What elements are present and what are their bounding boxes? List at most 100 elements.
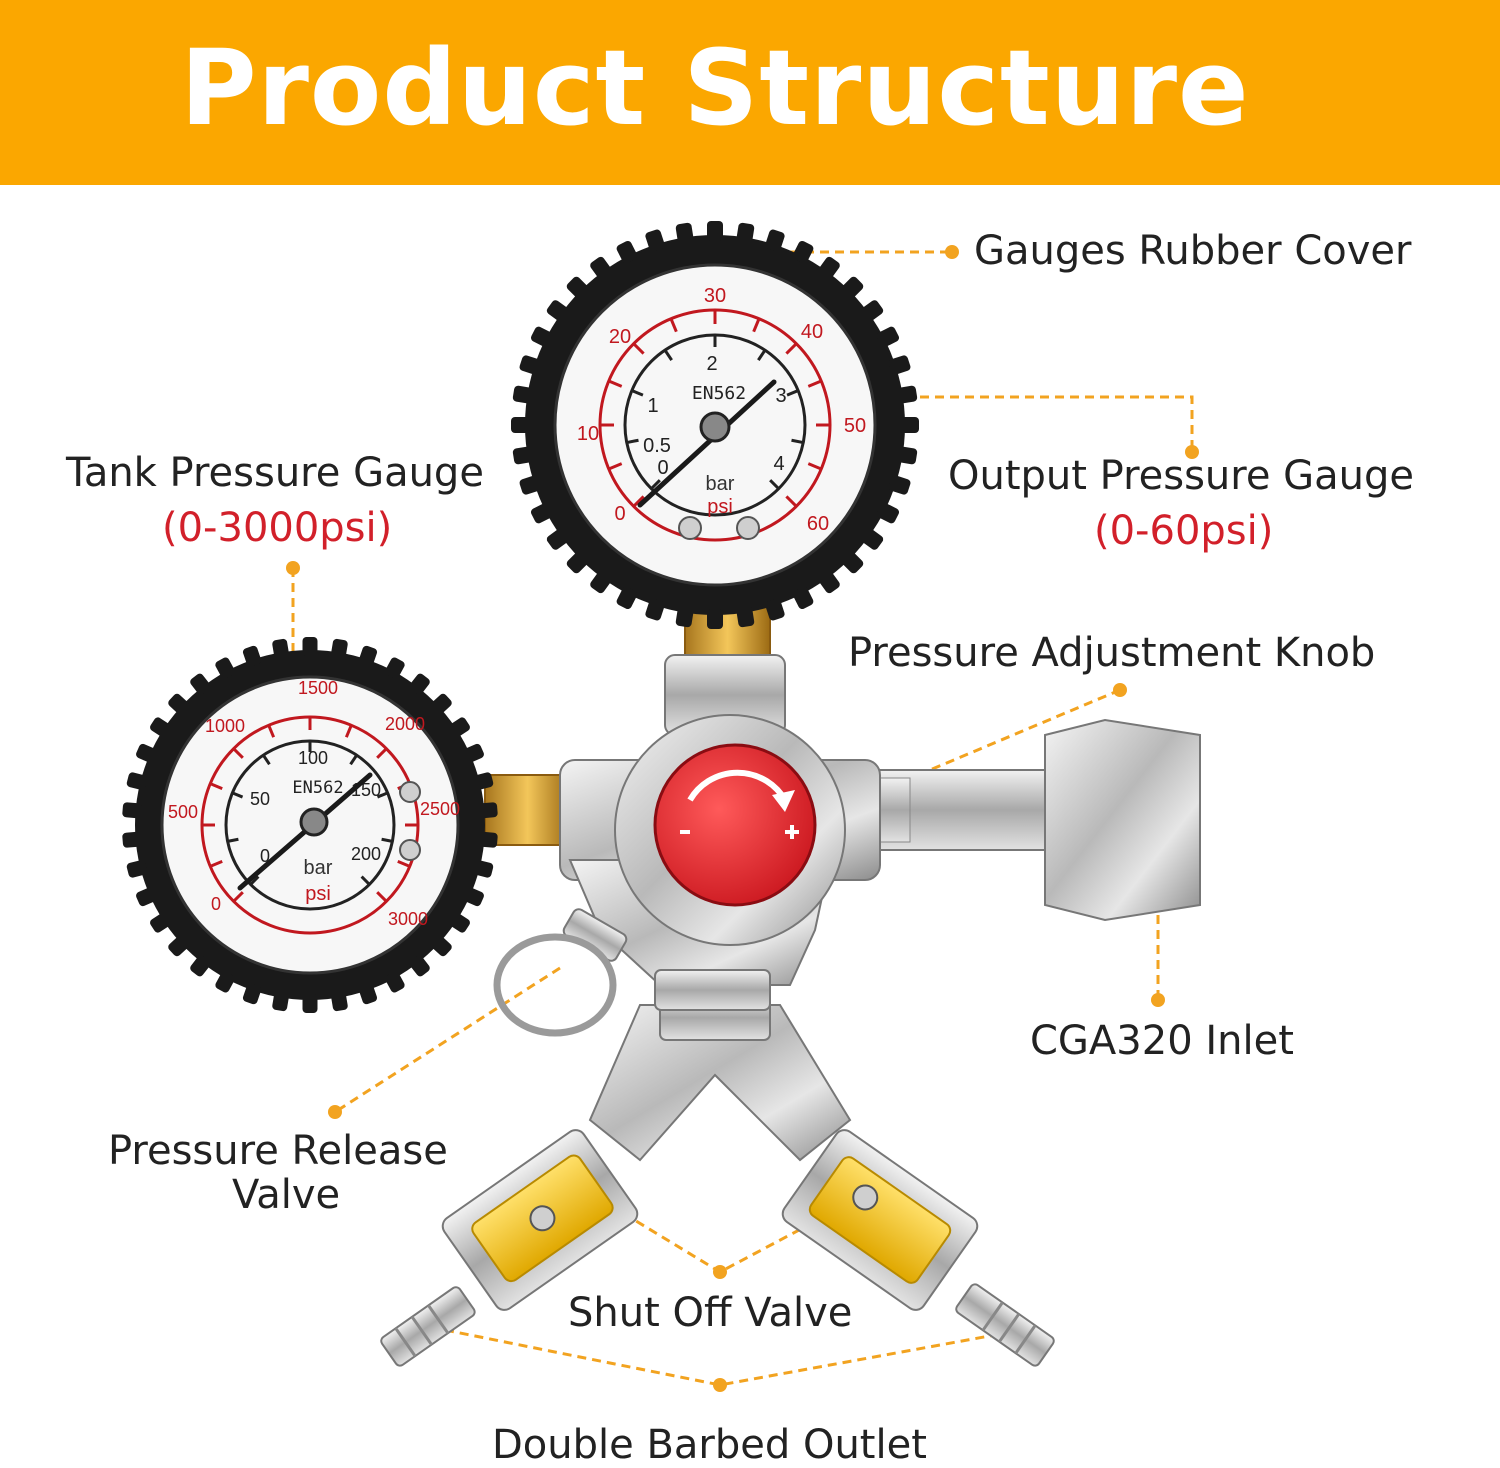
rubber-tooth bbox=[272, 991, 289, 1012]
rubber-tooth bbox=[190, 955, 211, 977]
tank-psi-3000: 3000 bbox=[388, 909, 428, 929]
rubber-tooth bbox=[150, 717, 172, 738]
rubber-tooth bbox=[448, 717, 470, 738]
scale-tick bbox=[267, 724, 276, 738]
rubber-tooth bbox=[358, 645, 378, 667]
rubber-tooth bbox=[519, 355, 542, 375]
output-bar-1: 1 bbox=[647, 395, 658, 417]
rubber-tooth bbox=[168, 935, 190, 957]
rubber-tooth bbox=[841, 276, 864, 299]
tank-pressure-gauge: EN562 bar psi 0 500 1000 1500 2000 2500 … bbox=[122, 637, 498, 1013]
rubber-tooth bbox=[736, 222, 755, 244]
scale-tick bbox=[608, 379, 623, 388]
tank-bar-50: 50 bbox=[250, 789, 270, 809]
tank-gauge-stem bbox=[484, 774, 571, 846]
callout-output-pressure-gauge: Output Pressure Gauge bbox=[948, 453, 1415, 499]
scale-tick bbox=[785, 495, 798, 508]
tank-gauge-unit-psi: psi bbox=[305, 883, 331, 905]
rubber-tooth bbox=[302, 637, 318, 656]
rubber-tooth bbox=[707, 221, 723, 241]
output-pressure-gauge: EN562 bar psi 0 10 20 30 40 50 60 0 0.5 … bbox=[511, 221, 919, 629]
rubber-tooth bbox=[126, 772, 148, 790]
callout-tank-pressure-gauge: Tank Pressure Gauge bbox=[66, 450, 484, 496]
tank-gauge-pivot bbox=[299, 807, 329, 837]
right-shutoff-valve bbox=[781, 1129, 1055, 1367]
scale-tick bbox=[262, 754, 271, 766]
tank-gauge-model: EN562 bbox=[292, 778, 343, 798]
scale-tick bbox=[376, 747, 388, 759]
scale-tick bbox=[632, 342, 645, 355]
rubber-tooth bbox=[645, 229, 665, 252]
scale-tick bbox=[791, 438, 804, 445]
scale-tick bbox=[626, 438, 639, 445]
left-shutoff-valve bbox=[380, 1129, 639, 1367]
scale-tick bbox=[349, 754, 358, 766]
rubber-tooth bbox=[215, 971, 235, 993]
rubber-tooth bbox=[566, 276, 589, 299]
callout-shut-off-valve: Shut Off Valve bbox=[568, 1290, 853, 1336]
rubber-tooth bbox=[512, 446, 534, 465]
output-bar-3: 3 bbox=[775, 385, 786, 407]
rubber-tooth bbox=[888, 475, 911, 495]
tank-psi-2000: 2000 bbox=[385, 714, 425, 734]
rubber-tooth bbox=[896, 446, 918, 465]
output-gauge-needle bbox=[637, 379, 777, 508]
scale-tick bbox=[663, 349, 673, 361]
output-gauge-unit-psi: psi bbox=[707, 496, 733, 518]
rubber-tooth bbox=[707, 609, 723, 629]
cga320-inlet bbox=[849, 718, 1201, 922]
scale-tick bbox=[807, 462, 822, 471]
rubber-tooth bbox=[765, 598, 785, 621]
tank-bar-100: 100 bbox=[298, 748, 328, 768]
rubber-tooth bbox=[136, 743, 157, 763]
callout-pressure-release-line1: Pressure Release bbox=[108, 1128, 448, 1174]
y-manifold bbox=[588, 994, 852, 1162]
rubber-tooth bbox=[841, 551, 864, 574]
rubber-tooth bbox=[566, 551, 589, 574]
rubber-tooth bbox=[511, 417, 531, 433]
rubber-tooth bbox=[448, 912, 470, 933]
rubber-tooth bbox=[899, 417, 919, 433]
scale-tick bbox=[232, 891, 244, 903]
callout-tank-pressure-range: (0-3000psi) bbox=[162, 505, 393, 551]
output-bar-2: 2 bbox=[706, 353, 717, 375]
output-bar-4: 4 bbox=[773, 453, 784, 475]
pressure-adjustment-knob bbox=[653, 743, 817, 907]
page-title: Product Structure bbox=[180, 27, 1250, 149]
rubber-tooth bbox=[215, 657, 235, 679]
rubber-tooth bbox=[302, 994, 318, 1013]
rubber-tooth bbox=[331, 991, 348, 1012]
tank-bar-0: 0 bbox=[260, 846, 270, 866]
tank-psi-1500: 1500 bbox=[298, 678, 338, 698]
scale-tick bbox=[360, 875, 371, 886]
rubber-tooth bbox=[168, 693, 190, 715]
scale-tick bbox=[231, 791, 244, 799]
output-gauge-unit-bar: bar bbox=[706, 473, 735, 495]
output-psi-10: 10 bbox=[577, 423, 599, 445]
rubber-tooth bbox=[463, 743, 484, 763]
left-barb bbox=[380, 1286, 476, 1367]
tank-psi-1000: 1000 bbox=[205, 716, 245, 736]
rubber-tooth bbox=[478, 831, 498, 848]
rubber-tooth bbox=[150, 912, 172, 933]
rubber-tooth bbox=[765, 229, 785, 252]
rubber-tooth bbox=[876, 502, 900, 524]
rubber-tooth bbox=[792, 240, 814, 264]
output-bar-0-5: 0.5 bbox=[643, 435, 671, 457]
rubber-tooth bbox=[122, 802, 142, 819]
rubber-tooth bbox=[590, 570, 612, 594]
tank-gauge-unit-bar: bar bbox=[304, 857, 333, 879]
tank-bar-200: 200 bbox=[351, 844, 381, 864]
scale-tick bbox=[376, 791, 389, 799]
rubber-tooth bbox=[616, 240, 638, 264]
output-gauge-pivot bbox=[699, 411, 731, 443]
rubber-tooth bbox=[860, 300, 884, 322]
scale-tick bbox=[608, 462, 623, 471]
rubber-tooth bbox=[122, 831, 142, 848]
scale-tick bbox=[807, 379, 822, 388]
rubber-tooth bbox=[888, 355, 911, 375]
output-psi-50: 50 bbox=[844, 415, 866, 437]
rubber-tooth bbox=[463, 887, 484, 907]
scale-tick bbox=[249, 875, 260, 886]
